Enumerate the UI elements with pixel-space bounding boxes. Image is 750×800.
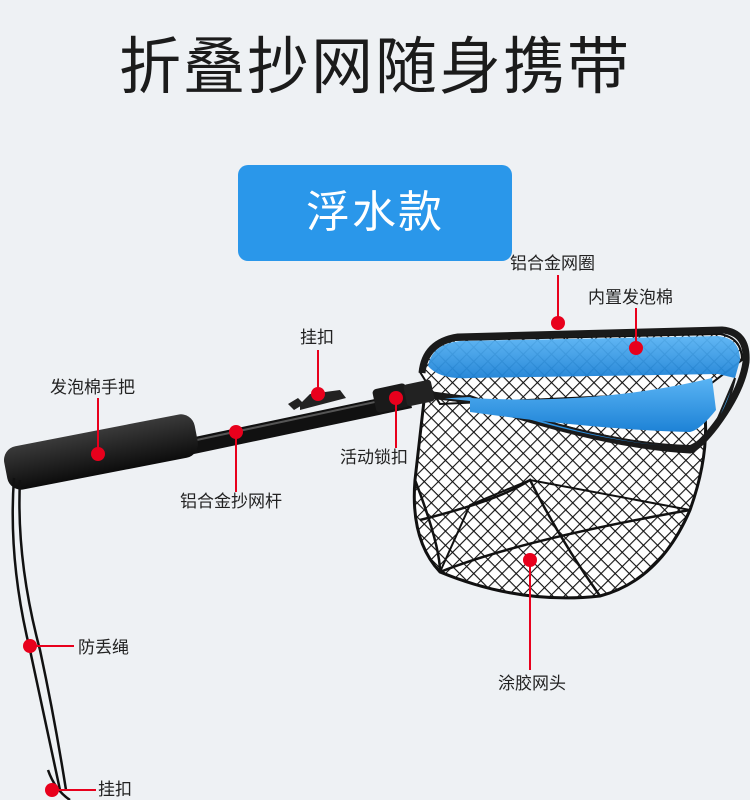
- lanyard-cord: [11, 477, 71, 800]
- marker-foam-inner: [629, 341, 643, 355]
- label-net-head: 涂胶网头: [498, 674, 566, 694]
- coated-net-bag: [412, 383, 708, 600]
- label-inner-foam: 内置发泡棉: [588, 288, 673, 308]
- label-bottom-clip: 挂扣: [98, 780, 132, 800]
- label-aluminum-pole: 铝合金抄网杆: [180, 492, 282, 512]
- marker-dots: [23, 316, 643, 797]
- marker-lanyard: [23, 639, 37, 653]
- label-lanyard: 防丢绳: [78, 638, 129, 658]
- marker-hoop: [551, 316, 565, 330]
- marker-lock: [389, 391, 403, 405]
- marker-handle: [91, 447, 105, 461]
- label-aluminum-hoop: 铝合金网圈: [510, 254, 595, 274]
- marker-net-head: [523, 553, 537, 567]
- floating-model-badge: 浮水款: [238, 165, 512, 261]
- aluminum-hoop: [418, 326, 750, 454]
- label-foam-handle: 发泡棉手把: [50, 378, 135, 398]
- marker-clip-top: [311, 387, 325, 401]
- page-title: 折叠抄网随身携带: [118, 30, 631, 103]
- label-lock: 活动锁扣: [340, 448, 408, 468]
- marker-clip-bottom: [45, 783, 59, 797]
- marker-pole: [229, 425, 243, 439]
- label-top-clip: 挂扣: [300, 328, 334, 348]
